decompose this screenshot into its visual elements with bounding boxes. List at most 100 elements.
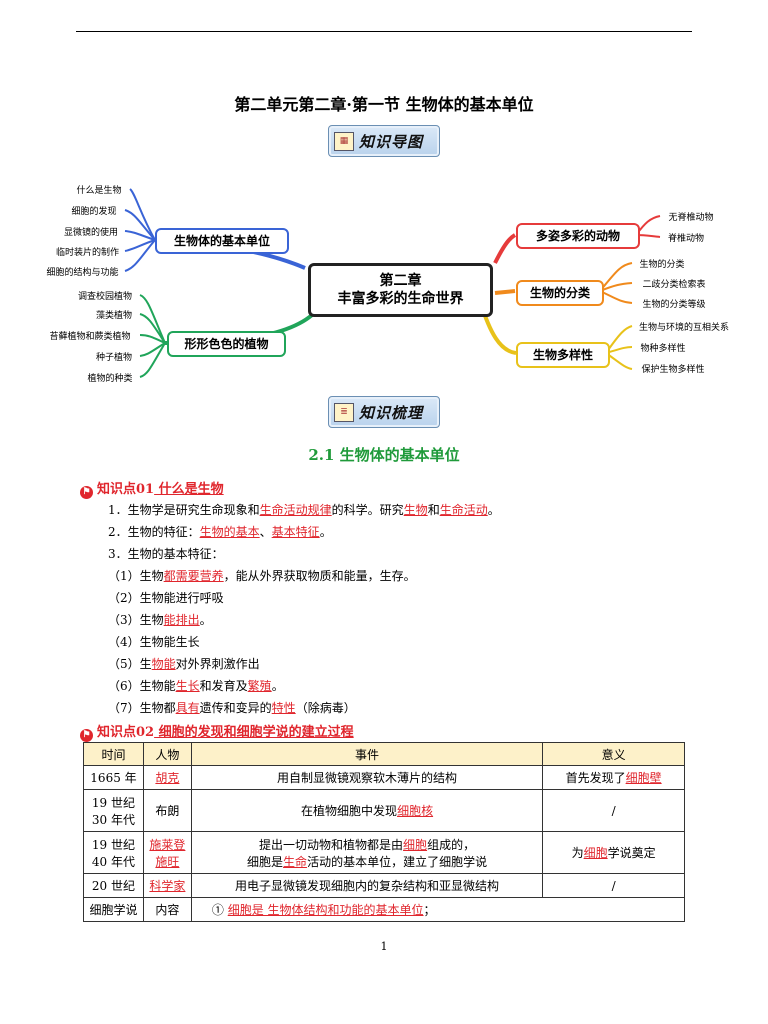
kp1-prefix: 知识点 [97, 482, 137, 497]
flag-icon: ⚑ [80, 486, 93, 499]
time-text: 19 世纪 [91, 837, 136, 852]
answer-text: 具有 [175, 701, 200, 715]
cell-time: 细胞学说 [83, 897, 144, 922]
kp1-line: （5）生物能对外界刺激作出 [108, 655, 260, 672]
leaf-species-diversity: 物种多样性 [640, 344, 686, 354]
answer-text: 基本特征 [271, 525, 320, 539]
knowledge-point-1-title: ⚑ 知识点01 什么是生物 [80, 478, 224, 499]
text-run: 遗传和变异的 [199, 701, 272, 715]
branch-animals: 多姿多彩的动物 [516, 223, 640, 249]
text-run: （6）生物能 [108, 679, 176, 693]
text-run: （7）生物都 [108, 701, 176, 715]
cell-person: 施莱登施旺 [142, 831, 192, 874]
text-run: / [611, 803, 616, 818]
leaf-what-is-life: 什么是生物 [76, 186, 122, 196]
cell-significance: 首先发现了细胞壁 [542, 765, 685, 790]
cell-line: 提出一切动物和植物都是由细胞组成的， [195, 836, 539, 853]
leaf-classification: 生物的分类 [639, 260, 685, 270]
text-run: 布朗 [155, 804, 180, 818]
answer-text: 细胞 [403, 837, 428, 852]
text-run: （1）生物 [108, 569, 164, 583]
cell-person: 科学家 [142, 873, 192, 898]
cell-time: 19 世纪 40 年代 [83, 831, 144, 874]
branch-biodiversity: 生物多样性 [516, 342, 610, 368]
cell-time: 20 世纪 [83, 873, 144, 898]
text-run: 。 [199, 613, 212, 627]
leaf-slide-prep: 临时装片的制作 [55, 248, 119, 258]
text-run: ① [211, 903, 228, 917]
document-icon: ≣ [334, 403, 354, 422]
answer-text: 生命活动规律 [259, 503, 332, 517]
time-text: 40 年代 [91, 854, 136, 869]
cell-time: 1665 年 [83, 765, 144, 790]
table-row: 细胞学说 内容 ① 细胞是 生物体结构和功能的基本单位； [83, 897, 686, 922]
cell-event: ① 细胞是 生物体结构和功能的基本单位； [190, 897, 686, 922]
cell-significance: 为细胞学说奠定 [542, 831, 685, 874]
cell-line: 细胞是生命活动的基本单位，建立了细胞学说 [195, 853, 539, 870]
text-run: 用自制显微镜观察软木薄片的结构 [277, 771, 458, 785]
answer-text: 施莱登 [149, 837, 186, 852]
cell-person: 内容 [142, 897, 192, 922]
text-run: （3）生物 [108, 613, 164, 627]
leaf-seed-plants: 种子植物 [95, 353, 132, 363]
answer-text: 施旺 [155, 854, 180, 869]
cell-line: 内容 [147, 901, 188, 918]
kp1-title-text: 什么是生物 [154, 482, 224, 497]
kp1-line: （4）生物能生长 [108, 633, 200, 650]
cell-event: 提出一切动物和植物都是由细胞组成的，细胞是生命活动的基本单位，建立了细胞学说 [190, 831, 544, 874]
cell-event: 用电子显微镜发现细胞内的复杂结构和亚显微结构 [190, 873, 544, 898]
answer-text: 细胞 [583, 846, 608, 860]
answer-text: 生命活动 [439, 503, 488, 517]
branch-plants: 形形色色的植物 [167, 331, 286, 357]
center-line2: 丰富多彩的生命世界 [337, 291, 464, 307]
time-text: 细胞学说 [89, 903, 138, 917]
text-run: （4）生物能生长 [108, 635, 200, 649]
kp1-num: 01 [136, 482, 155, 497]
text-run: 和发育及 [199, 679, 248, 693]
cell-person: 布朗 [142, 789, 192, 832]
header-time: 时间 [83, 742, 144, 766]
header-significance: 意义 [542, 742, 685, 766]
text-run: 细胞是 [247, 854, 284, 869]
kp1-line: （3）生物能排出。 [108, 611, 212, 628]
kp2-prefix: 知识点 [97, 725, 137, 740]
kp1-line: （2）生物能进行呼吸 [108, 589, 224, 606]
text-run: 、 [259, 525, 272, 539]
leaf-vertebrates: 脊椎动物 [667, 234, 704, 244]
text-run: （除病毒） [295, 701, 356, 715]
answer-text: 细胞是 生物体结构和功能的基本单位 [227, 903, 424, 917]
time-text: 20 世纪 [91, 879, 136, 893]
cell-event: 用自制显微镜观察软木薄片的结构 [190, 765, 544, 790]
text-run: 对外界刺激作出 [175, 657, 260, 671]
cell-line: / [546, 879, 681, 893]
answer-text: 繁殖 [247, 679, 272, 693]
cell-significance: / [542, 873, 685, 898]
answer-text: 能排出 [163, 613, 200, 627]
answer-text: 科学家 [149, 879, 186, 893]
answer-text: 都需要营养 [163, 569, 224, 583]
cell-line: 布朗 [147, 802, 188, 819]
answer-text: 物能 [151, 657, 176, 671]
branch-basic-unit: 生物体的基本单位 [155, 228, 289, 254]
answer-text: 特性 [271, 701, 296, 715]
cell-line: 在植物细胞中发现细胞核 [195, 802, 539, 819]
text-run: 提出一切动物和植物都是由 [259, 837, 404, 852]
kp1-line: 1．生物学是研究生命现象和生命活动规律的科学。研究生物和生命活动。 [108, 501, 500, 518]
map-icon: ▦ [334, 132, 354, 151]
branch-classification: 生物的分类 [516, 280, 604, 306]
answer-text: 生命 [283, 854, 308, 869]
cell-line: ① 细胞是 生物体结构和功能的基本单位； [212, 901, 681, 918]
kp2-num: 02 [136, 725, 155, 740]
text-run: 为 [571, 846, 584, 860]
answer-text: 生物的基本 [199, 525, 260, 539]
cell-line: 用自制显微镜观察软木薄片的结构 [195, 769, 539, 786]
mindmap-badge: ▦ 知识导图 [328, 125, 440, 157]
text-run: 。 [271, 679, 284, 693]
table-row: 1665 年胡克用自制显微镜观察软木薄片的结构首先发现了细胞壁 [83, 765, 685, 790]
answer-text: 生长 [175, 679, 200, 693]
text-run: ，能从外界获取物质和能量，生存。 [223, 569, 416, 583]
time-text: 30 年代 [91, 812, 136, 827]
text-run: 内容 [155, 903, 180, 917]
